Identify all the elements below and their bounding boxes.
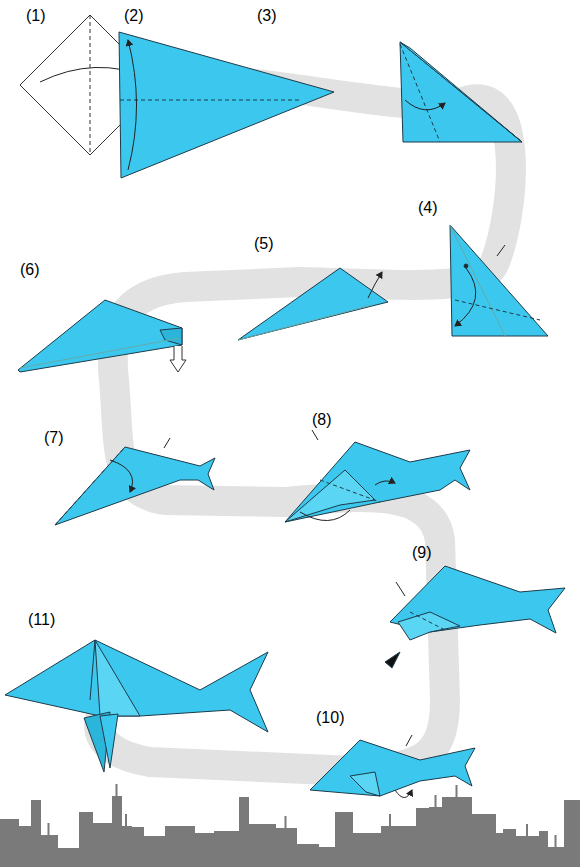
building [275, 828, 297, 867]
building [165, 826, 195, 867]
building [143, 836, 166, 867]
step-number: (2) [124, 8, 144, 24]
building [214, 831, 240, 867]
antenna [285, 816, 287, 828]
step-number: (8) [312, 412, 332, 428]
building [335, 812, 353, 867]
building [381, 826, 400, 867]
fold-steps [5, 15, 565, 798]
building [352, 833, 382, 867]
step-number: (3) [257, 8, 277, 24]
antenna [555, 835, 557, 847]
building [194, 833, 215, 867]
building [79, 812, 93, 867]
building [296, 844, 319, 867]
step-number: (1) [26, 8, 46, 24]
building [18, 826, 32, 867]
building [429, 807, 443, 867]
antenna [456, 785, 458, 797]
antenna [48, 823, 50, 835]
building [239, 797, 249, 867]
building [31, 800, 41, 867]
step-number: (4) [418, 200, 438, 216]
step-number: (10) [316, 710, 344, 726]
step-number: (9) [412, 545, 432, 561]
city-skyline [0, 784, 580, 867]
building [399, 826, 417, 867]
building [0, 819, 19, 867]
building [121, 826, 132, 867]
antenna [389, 814, 391, 826]
antenna [125, 814, 127, 826]
building [318, 847, 336, 867]
building [503, 829, 516, 867]
building [547, 847, 565, 867]
building [495, 833, 504, 867]
building [442, 797, 472, 867]
step-number: (6) [20, 262, 40, 278]
antenna [435, 795, 437, 807]
antenna [526, 824, 528, 836]
building [248, 824, 276, 867]
building [131, 827, 144, 867]
building [471, 814, 496, 867]
building [57, 848, 80, 867]
antenna [116, 784, 118, 796]
building [416, 808, 430, 867]
building [515, 836, 540, 867]
building [539, 831, 548, 867]
building [112, 796, 122, 867]
guide-path [99, 79, 511, 771]
building [92, 823, 113, 867]
step-number: (5) [254, 236, 274, 252]
step-number: (11) [28, 612, 55, 628]
building [564, 800, 580, 867]
building [40, 835, 58, 867]
step-number: (7) [44, 430, 64, 446]
